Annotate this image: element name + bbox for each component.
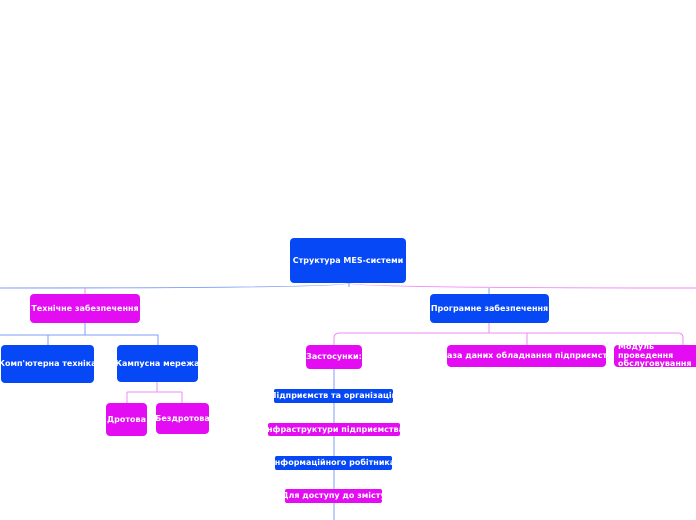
app-item-content-access[interactable]: Для доступу до змісту — [285, 489, 382, 503]
node-wireless[interactable]: Бездротова — [156, 403, 209, 434]
app-item-information-worker[interactable]: Інформаційного робітника — [275, 456, 392, 470]
app-item-infrastructure[interactable]: Інфраструктури підприємства — [268, 423, 400, 436]
node-equipment-database[interactable]: База даних обладнання підприємств — [447, 345, 606, 367]
node-computers[interactable]: Комп'ютерна техніка — [1, 345, 94, 383]
connector-bus-right — [348, 282, 696, 289]
node-software-support[interactable]: Програмне забезпечення — [430, 294, 549, 323]
node-root[interactable]: Структура MES-системи — [290, 238, 406, 283]
node-technical-support[interactable]: Технічне забезпечення — [30, 294, 140, 323]
connector-bus-left — [0, 282, 350, 289]
connector-tech-bus — [0, 323, 159, 345]
node-applications[interactable]: Застосунки: — [306, 345, 362, 369]
connector-soft-bus — [333, 323, 684, 345]
connector-campus-bus — [126, 382, 183, 403]
node-wired[interactable]: Дротова — [106, 403, 147, 436]
node-campus-network[interactable]: Кампусна мережа — [117, 345, 198, 382]
node-maintenance-module[interactable]: Модуль проведення обслуговування — [614, 345, 696, 367]
app-item-enterprises[interactable]: Підприємств та організацій — [274, 389, 393, 403]
